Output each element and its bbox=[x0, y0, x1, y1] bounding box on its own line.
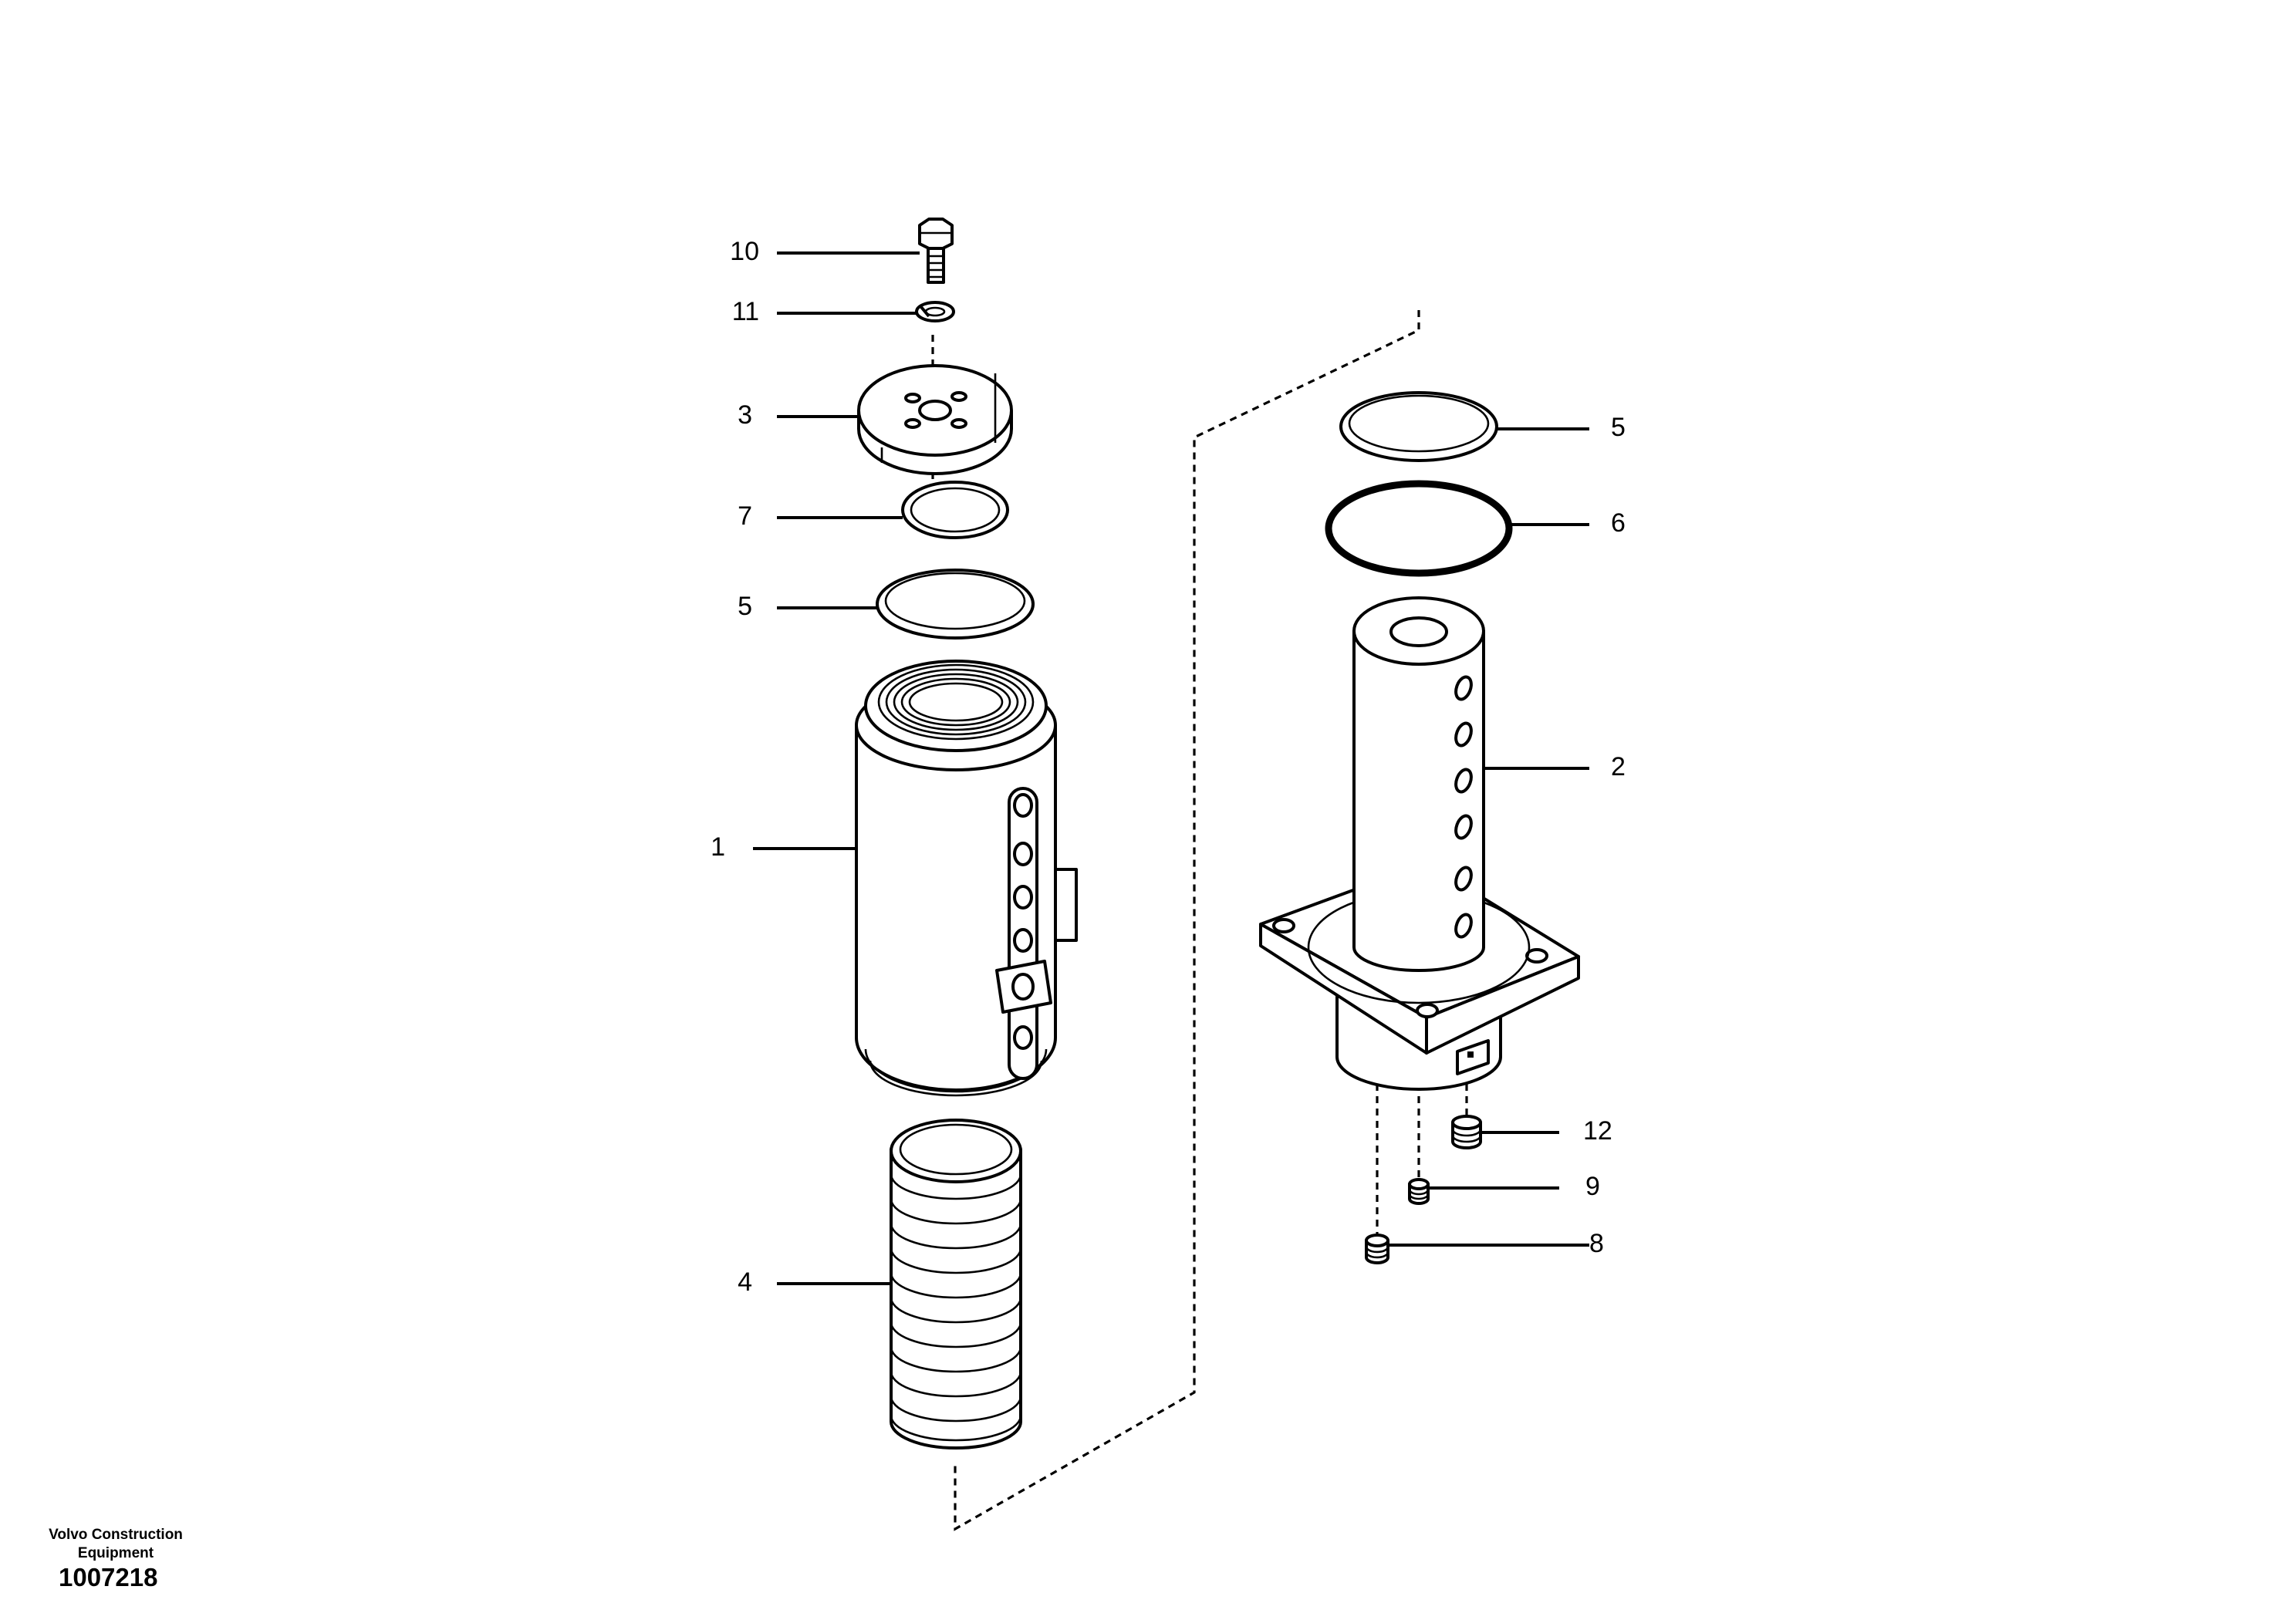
part-2-shaft bbox=[1259, 596, 1580, 1091]
callout-11: 11 bbox=[732, 297, 759, 326]
document-number: 1007218 bbox=[59, 1563, 158, 1591]
callout-6: 6 bbox=[1611, 508, 1626, 538]
part-3-end-plate bbox=[857, 364, 1013, 475]
callout-labels: 10 11 3 7 5 1 4 5 6 2 12 9 8 bbox=[711, 237, 1626, 1297]
callout-5-left: 5 bbox=[738, 592, 752, 621]
callout-9: 9 bbox=[1585, 1172, 1600, 1201]
part-12-plug bbox=[1451, 1115, 1482, 1149]
callout-2: 2 bbox=[1611, 752, 1626, 781]
part-8-plug bbox=[1365, 1234, 1389, 1264]
part-4-seal-ring-stack bbox=[890, 1119, 1022, 1450]
part-1-housing bbox=[855, 660, 1078, 1097]
part-7-o-ring bbox=[901, 481, 1009, 539]
callout-3: 3 bbox=[738, 400, 752, 430]
callout-10: 10 bbox=[730, 237, 759, 266]
part-9-plug bbox=[1408, 1178, 1430, 1205]
callout-8: 8 bbox=[1589, 1229, 1604, 1258]
callout-5-right: 5 bbox=[1611, 413, 1626, 442]
manufacturer-label: Volvo Construction Equipment bbox=[31, 1526, 201, 1563]
manufacturer-line-2: Equipment bbox=[77, 1545, 154, 1561]
part-6-o-ring bbox=[1325, 480, 1513, 577]
callout-1: 1 bbox=[711, 832, 725, 862]
leader-lines bbox=[753, 251, 1589, 1285]
callout-7: 7 bbox=[738, 501, 752, 531]
manufacturer-line-1: Volvo Construction bbox=[49, 1527, 183, 1543]
part-10-bolt bbox=[918, 218, 954, 284]
part-5-backup-ring-left bbox=[876, 569, 1035, 640]
callout-4: 4 bbox=[738, 1267, 752, 1297]
callout-12: 12 bbox=[1583, 1116, 1612, 1146]
part-11-lock-washer bbox=[915, 301, 955, 322]
part-5-backup-ring-right bbox=[1339, 391, 1498, 462]
